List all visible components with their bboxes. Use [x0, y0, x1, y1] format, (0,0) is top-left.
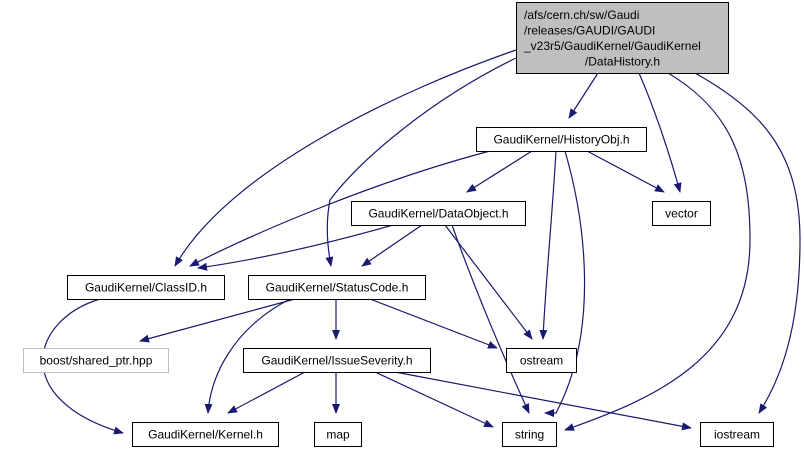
node-string[interactable]: string — [502, 422, 557, 447]
node-label: ostream — [520, 354, 563, 368]
edge-dataobject-to-ostream — [444, 224, 533, 340]
node-iostream[interactable]: iostream — [700, 422, 774, 447]
edge-root-to-statuscode — [325, 57, 517, 267]
edge-root-to-classid — [174, 49, 517, 267]
node-box — [351, 201, 526, 226]
edge-historyobj-to-string — [544, 150, 586, 417]
node-vector[interactable]: vector — [652, 201, 711, 226]
node-label: /afs/cern.ch/sw/Gaudi — [524, 8, 639, 22]
node-box — [314, 422, 362, 447]
edge-historyobj-to-classid — [189, 150, 491, 267]
edge-dataobject-to-classid — [197, 224, 394, 271]
node-label: GaudiKernel/Kernel.h — [148, 428, 263, 442]
edge-historyobj-to-vector — [586, 150, 665, 193]
node-box — [506, 348, 577, 373]
node-map[interactable]: map — [314, 422, 362, 447]
edge-dataobject-to-string — [451, 224, 530, 414]
node-label: /DataHistory.h — [585, 54, 660, 68]
edge-historyobj-to-ostream — [539, 150, 557, 340]
edge-statuscode-to-boost — [139, 298, 296, 343]
node-label: GaudiKernel/IssueSeverity.h — [261, 354, 412, 368]
edge-dataobject-to-statuscode — [361, 224, 423, 267]
node-label: map — [326, 428, 350, 442]
edge-statuscode-to-ostream — [369, 298, 498, 349]
node-label: _v23r5/GaudiKernel/GaudiKernel — [523, 39, 701, 53]
edge-historyobj-to-dataobject — [466, 150, 533, 193]
edge-statuscode-to-kernel — [204, 298, 291, 414]
node-label: iostream — [714, 428, 760, 442]
edges — [42, 49, 801, 435]
node-box — [700, 422, 774, 447]
node-statuscode[interactable]: GaudiKernel/StatusCode.h — [248, 275, 426, 300]
node-classid[interactable]: GaudiKernel/ClassID.h — [67, 275, 225, 300]
node-box — [243, 348, 431, 373]
node-label: GaudiKernel/StatusCode.h — [266, 281, 409, 295]
node-box — [516, 2, 729, 74]
node-box — [23, 348, 169, 373]
node-ostream[interactable]: ostream — [506, 348, 577, 373]
node-label: GaudiKernel/DataObject.h — [368, 207, 508, 221]
node-label: GaudiKernel/HistoryObj.h — [493, 133, 629, 147]
edge-issueseverity-to-kernel — [227, 371, 306, 414]
nodes: /afs/cern.ch/sw/Gaudi/releases/GAUDI/GAU… — [23, 2, 774, 447]
edge-issueseverity-to-string — [374, 371, 494, 428]
node-issueseverity[interactable]: GaudiKernel/IssueSeverity.h — [243, 348, 431, 373]
node-boost: boost/shared_ptr.hpp — [23, 348, 169, 373]
node-label: string — [515, 428, 544, 442]
node-box — [652, 201, 711, 226]
edge-root-to-vector — [638, 72, 682, 193]
edge-issueseverity-to-iostream — [394, 371, 692, 431]
node-historyobj[interactable]: GaudiKernel/HistoryObj.h — [476, 127, 647, 152]
node-kernel[interactable]: GaudiKernel/Kernel.h — [132, 422, 279, 447]
node-box — [248, 275, 426, 300]
node-box — [132, 422, 279, 447]
node-root[interactable]: /afs/cern.ch/sw/Gaudi/releases/GAUDI/GAU… — [516, 2, 729, 74]
node-dataobject[interactable]: GaudiKernel/DataObject.h — [351, 201, 526, 226]
node-box — [67, 275, 225, 300]
edge-root-to-string — [564, 72, 751, 431]
node-label: boost/shared_ptr.hpp — [40, 354, 153, 368]
node-label: /releases/GAUDI/GAUDI — [524, 23, 655, 37]
node-label: vector — [665, 207, 698, 221]
node-label: GaudiKernel/ClassID.h — [85, 281, 207, 295]
edge-root-to-iostream — [694, 72, 801, 414]
node-box — [502, 422, 557, 447]
node-box — [476, 127, 647, 152]
edge-root-to-historyobj — [568, 72, 599, 119]
